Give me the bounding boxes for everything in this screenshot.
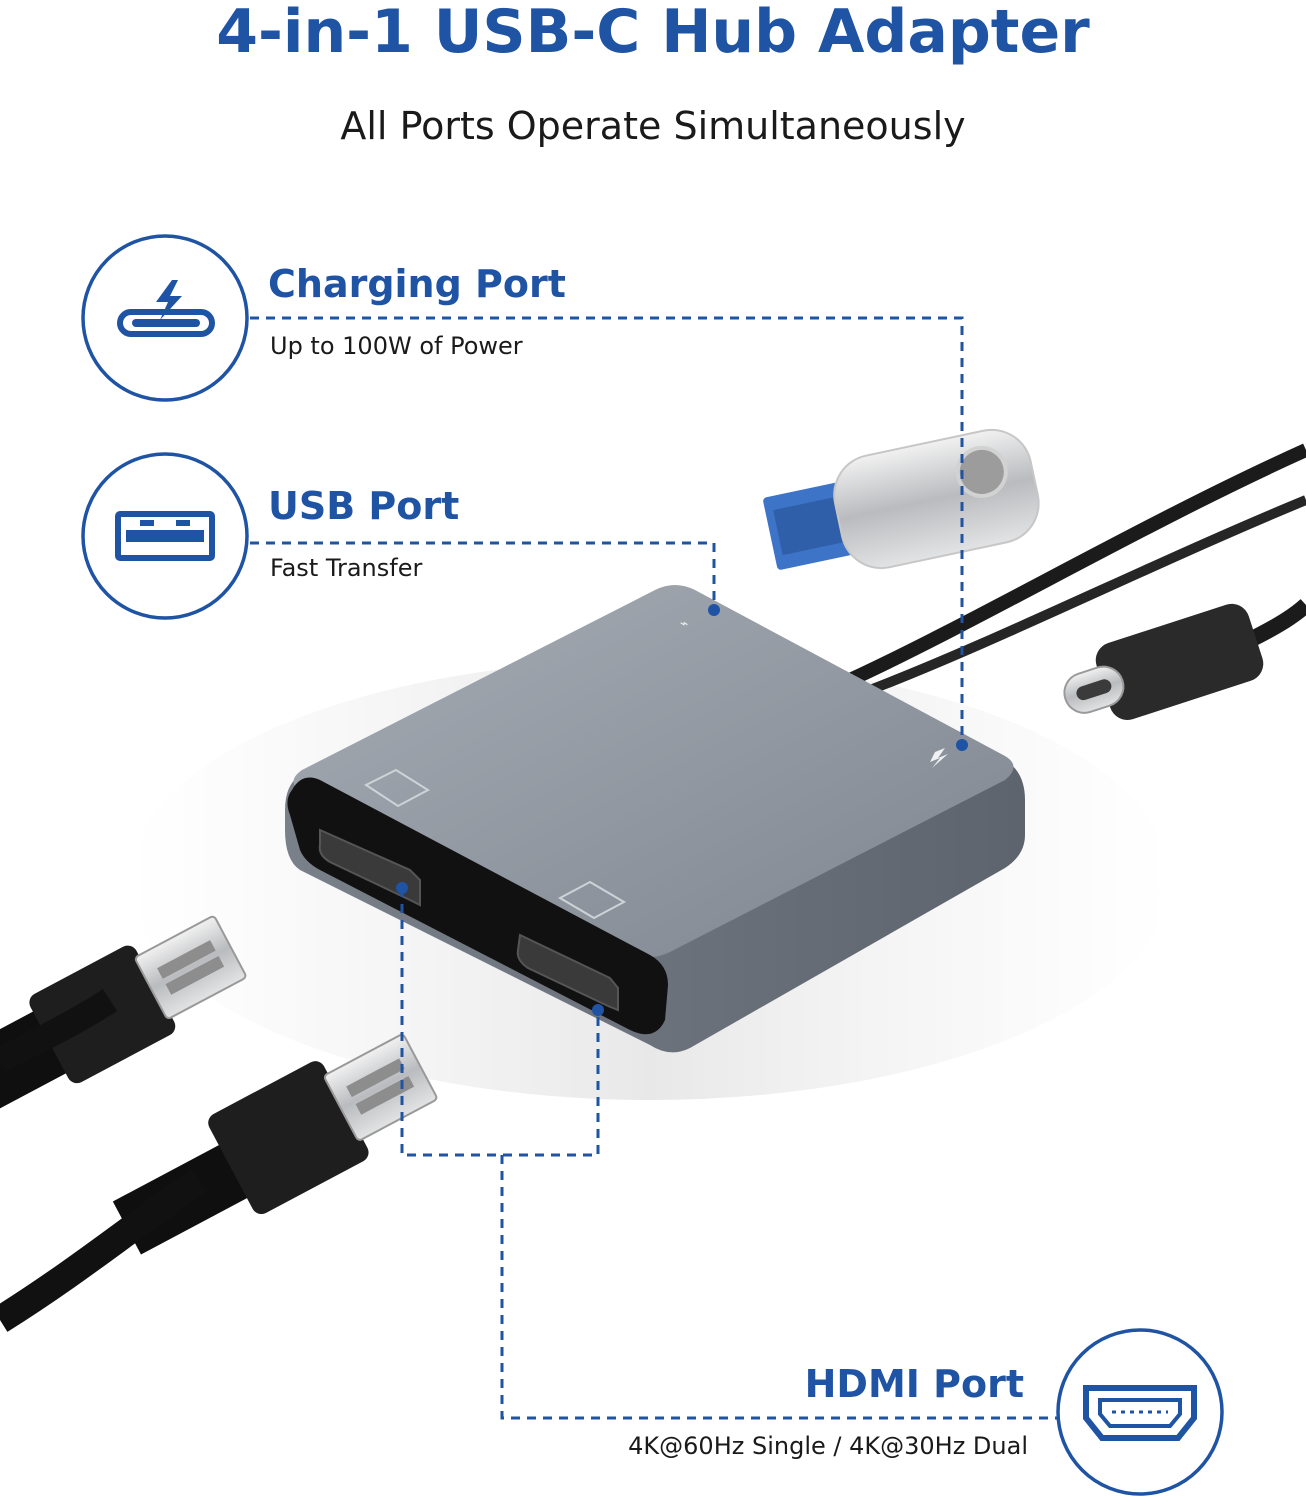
hdmi-port-desc: 4K@60Hz Single / 4K@30Hz Dual xyxy=(628,1432,1028,1460)
hub-cable xyxy=(847,443,1306,687)
usb-c-charging-icon xyxy=(81,234,249,402)
hub-body: ⌁ xyxy=(285,585,1025,1053)
hdmi-cable-top xyxy=(0,989,118,1072)
usb-port-title: USB Port xyxy=(268,484,460,528)
page-subtitle: All Ports Operate Simultaneously xyxy=(340,104,966,148)
charging-port-desc: Up to 100W of Power xyxy=(270,332,523,360)
hdmi-plug-top xyxy=(0,915,247,1111)
charging-port-title: Charging Port xyxy=(268,262,566,306)
usb-port-desc: Fast Transfer xyxy=(270,554,423,582)
usb-flash-drive xyxy=(763,428,1040,570)
leader-dots xyxy=(396,604,968,1016)
hub-cable-2 xyxy=(868,495,1306,695)
hdmi-plug-bottom xyxy=(112,1034,438,1255)
page-title: 4-in-1 USB-C Hub Adapter xyxy=(216,0,1090,67)
hdmi-port-title: HDMI Port xyxy=(804,1362,1024,1406)
usb-c-plug xyxy=(1063,603,1264,720)
usb-c-cable xyxy=(1246,598,1306,648)
hdmi-cable-bottom xyxy=(0,1168,208,1332)
hdmi-port-icon xyxy=(1056,1328,1224,1496)
leader-lines xyxy=(250,316,1058,1420)
usb-a-port-icon xyxy=(81,452,249,620)
svg-text:⌁: ⌁ xyxy=(680,616,688,632)
